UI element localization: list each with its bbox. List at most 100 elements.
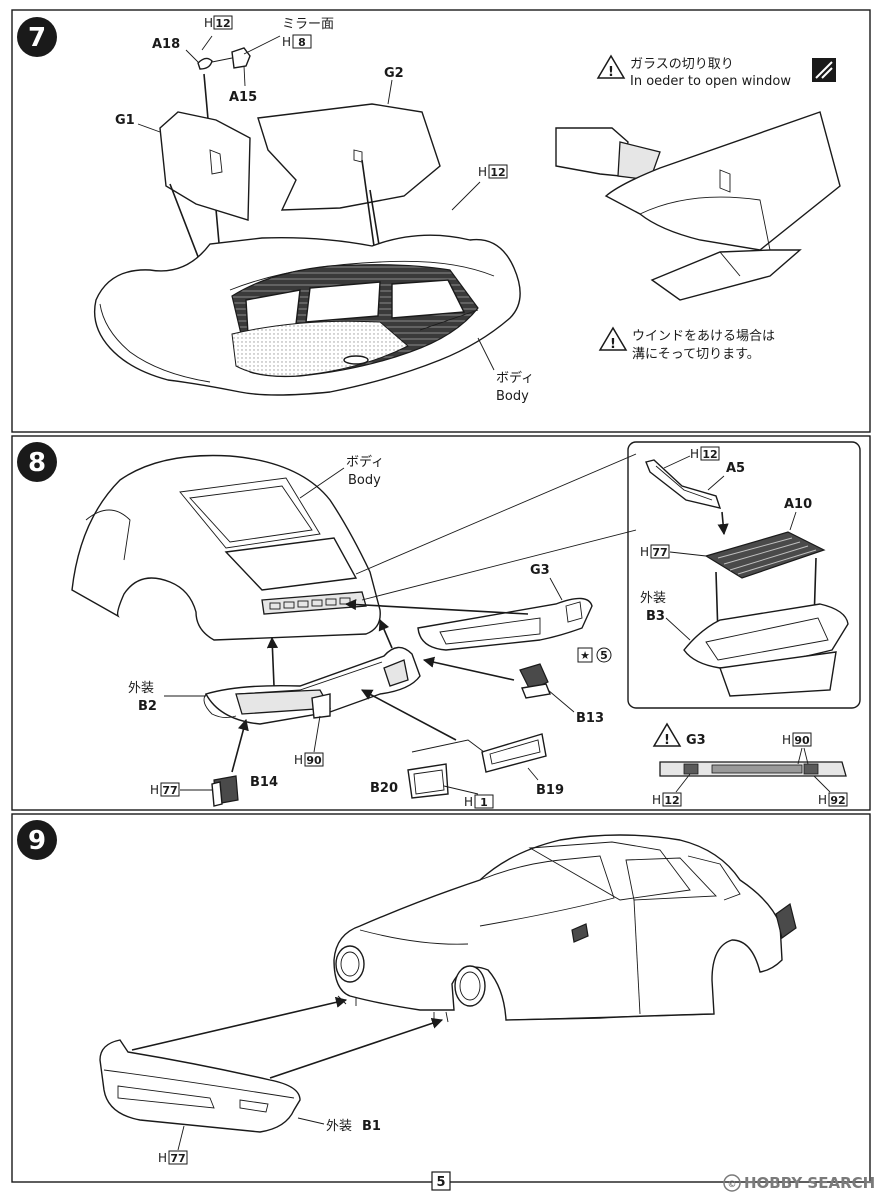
leader-g2 (387, 79, 393, 105)
step9-number: 9 (28, 826, 46, 856)
plate-guide (411, 739, 485, 753)
glass-tab (719, 169, 731, 193)
knife-blade (555, 127, 629, 177)
leader-h1 (443, 785, 479, 795)
body-contour (229, 260, 495, 291)
paint-box (304, 752, 324, 767)
warning-icon (652, 722, 682, 747)
leader-h90 (313, 715, 321, 753)
paint-code-h90-g3: 90 (794, 734, 810, 747)
hood-crease (359, 929, 469, 945)
body-contour (99, 303, 211, 383)
arrow-bumper-to-body (266, 636, 279, 687)
paint-code-prefix: H (464, 795, 473, 809)
paint-code-prefix: H (294, 753, 303, 767)
part-label-b3: B3 (646, 609, 665, 624)
mirror-part-a18 (197, 57, 213, 70)
mirror-part-a15 (231, 47, 251, 69)
warning-icon-mark: ! (664, 733, 670, 748)
step7-panel (11, 9, 871, 433)
zoom-line (355, 453, 637, 575)
part-label-g2: G2 (384, 66, 404, 81)
page-number-box (431, 1171, 451, 1191)
leader-h12-top (201, 35, 213, 51)
note-window-cut-line1: ウインドをあける場合は (632, 329, 775, 344)
leader-b3 (665, 617, 691, 641)
body-label-jp: ボディ (496, 370, 534, 386)
warning-icon (598, 326, 628, 351)
window-tab (209, 149, 223, 175)
part-label-b2-jp: 外装 (128, 681, 154, 696)
note-cut-glass-jp: ガラスの切り取り (630, 57, 734, 72)
part-label-b14: B14 (250, 775, 278, 790)
part-b20-inner (413, 769, 445, 795)
arrow-bumper-to-body (378, 618, 393, 649)
sill-line (505, 1013, 715, 1021)
bumper-grille (117, 1085, 215, 1109)
part-label-b1-jp: 外装 (326, 1119, 352, 1134)
leader-h77-b1 (177, 1125, 185, 1151)
glass-detail (604, 111, 841, 251)
paint-code-h8: 8 (298, 36, 306, 49)
part-label-b2: B2 (138, 699, 157, 714)
paint-code-prefix: H (158, 1151, 167, 1165)
g3-detail-lens (711, 764, 803, 774)
body-contour (419, 309, 479, 331)
front-bumper-b1 (99, 1039, 301, 1133)
paint-code-h12-a5: 12 (702, 448, 717, 461)
decal-number-circle (596, 647, 612, 663)
cut-line (719, 251, 741, 277)
g3-detail-lamp (683, 763, 699, 775)
leader-a5 (707, 475, 725, 491)
step7-badge (17, 17, 57, 57)
bumper-lamp (239, 1099, 269, 1113)
arrow-b13-to-bumper (422, 656, 515, 681)
paint-code-prefix: H (478, 165, 487, 179)
paint-code-prefix: H (652, 793, 661, 807)
paint-code-h77-a10: 77 (652, 546, 667, 559)
step8-panel (11, 435, 871, 811)
step9-badge (17, 820, 57, 860)
rear-window-inner (189, 485, 313, 543)
paint-code-prefix: H (782, 733, 791, 747)
engine-lid (224, 537, 358, 591)
note-cut-glass-en: In oeder to open window (630, 74, 791, 89)
part-label-a15: A15 (229, 90, 257, 105)
paint-code-h12-body: 12 (490, 166, 505, 179)
watermark: © HOBBY SEARCH (723, 1174, 875, 1192)
part-label-b13: B13 (576, 711, 604, 726)
headlight-left-inner (340, 951, 360, 977)
leader-g3 (549, 577, 563, 601)
step8-number: 8 (28, 448, 46, 478)
paint-box (160, 782, 180, 797)
cut-window-piece (650, 249, 802, 301)
paint-box (213, 15, 233, 30)
leader-h12-g3 (675, 773, 691, 793)
part-label-a10: A10 (784, 497, 812, 512)
paint-box (168, 1150, 188, 1165)
grille-slats (717, 537, 817, 575)
decal-icon (577, 647, 593, 663)
engine-lid-recess (705, 617, 829, 661)
part-b14-side (211, 781, 223, 807)
paint-code-prefix: H (204, 16, 213, 30)
leader-body (477, 337, 495, 371)
rear-window-outline (179, 477, 321, 549)
bumper-end (203, 693, 237, 719)
paint-code-h1: 1 (480, 796, 488, 809)
part-label-a18: A18 (152, 37, 180, 52)
note-window-cut-line2: 溝にそって切ります。 (632, 347, 760, 362)
paint-code-prefix: H (640, 545, 649, 559)
body-detail (343, 355, 369, 365)
windshield (528, 841, 691, 901)
warning-icon (596, 54, 626, 79)
mirror-join (211, 57, 233, 63)
watermark-logo-icon (723, 1174, 741, 1192)
paint-code-prefix: H (690, 447, 699, 461)
grille-a10 (704, 531, 826, 579)
taillight-lens (565, 601, 583, 623)
part-label-a5: A5 (726, 461, 745, 476)
paint-box (828, 792, 848, 807)
arrow-plate-to-bumper (361, 689, 457, 741)
